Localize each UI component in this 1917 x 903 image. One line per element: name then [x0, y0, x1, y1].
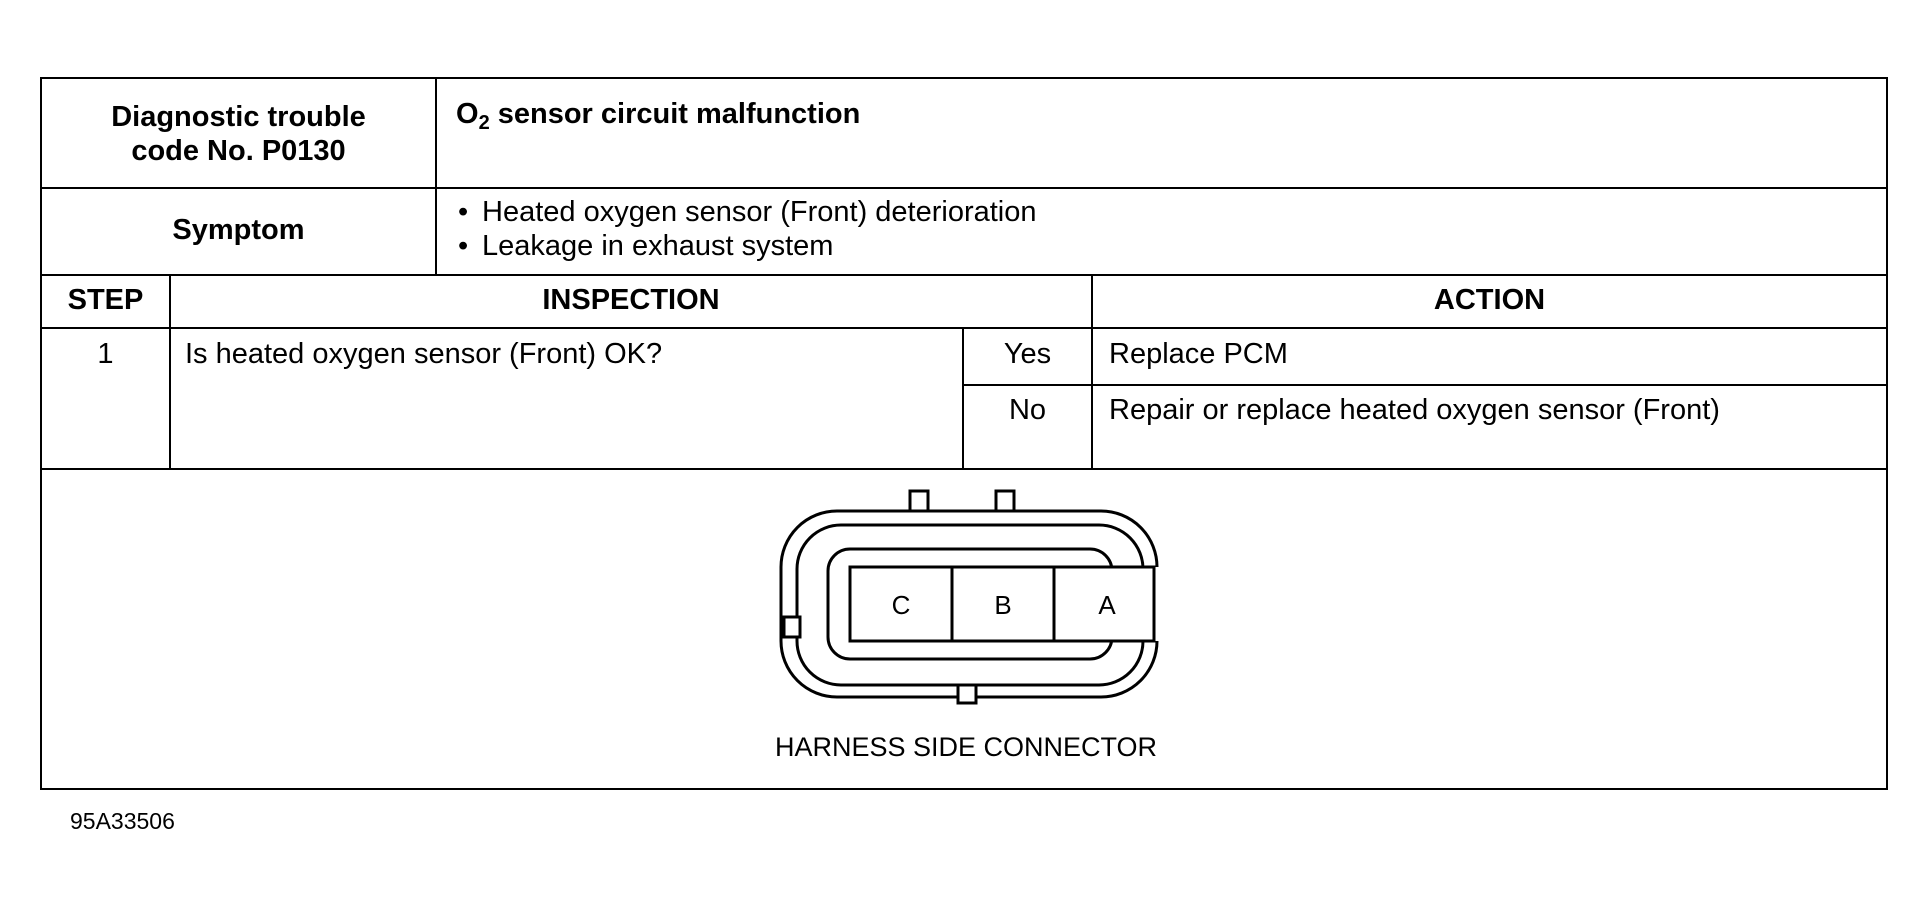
- terminal-a-label: A: [1098, 590, 1116, 620]
- connector-caption: HARNESS SIDE CONNECTOR: [774, 732, 1158, 762]
- diagnostic-table: Diagnostic trouble code No. P0130 O2 sen…: [40, 77, 1888, 790]
- row-divider: [42, 327, 1886, 329]
- row-divider: [42, 274, 1886, 276]
- action-yes: Replace PCM: [1109, 338, 1288, 370]
- column-divider: [1091, 275, 1093, 469]
- column-divider: [169, 275, 171, 469]
- step-number: 1: [97, 338, 114, 370]
- answer-no: No: [1008, 394, 1047, 426]
- column-header-action: ACTION: [1433, 284, 1546, 316]
- column-header-step: STEP: [67, 284, 144, 316]
- terminal-b-label: B: [994, 590, 1011, 620]
- dtc-number-label: Diagnostic trouble code No. P0130: [111, 101, 366, 167]
- column-divider: [435, 79, 437, 275]
- symptom-label: Symptom: [172, 214, 305, 246]
- row-divider: [42, 468, 1886, 470]
- row-divider: [42, 187, 1886, 189]
- column-header-inspection: INSPECTION: [542, 284, 720, 316]
- symptom-item: Heated oxygen sensor (Front) deteriorati…: [456, 195, 1037, 229]
- figure-id: 95A33506: [70, 808, 175, 834]
- row-divider: [964, 384, 1886, 386]
- inspection-question: Is heated oxygen sensor (Front) OK?: [185, 338, 663, 370]
- symptom-list: Heated oxygen sensor (Front) deteriorati…: [456, 195, 1037, 263]
- column-divider: [962, 329, 964, 469]
- harness-connector-diagram: C B A: [779, 489, 1162, 705]
- terminal-c-label: C: [892, 590, 911, 620]
- dtc-title: O2 sensor circuit malfunction: [456, 98, 861, 134]
- action-no: Repair or replace heated oxygen sensor (…: [1109, 394, 1720, 426]
- symptom-item: Leakage in exhaust system: [456, 229, 1037, 263]
- answer-yes: Yes: [1003, 338, 1052, 370]
